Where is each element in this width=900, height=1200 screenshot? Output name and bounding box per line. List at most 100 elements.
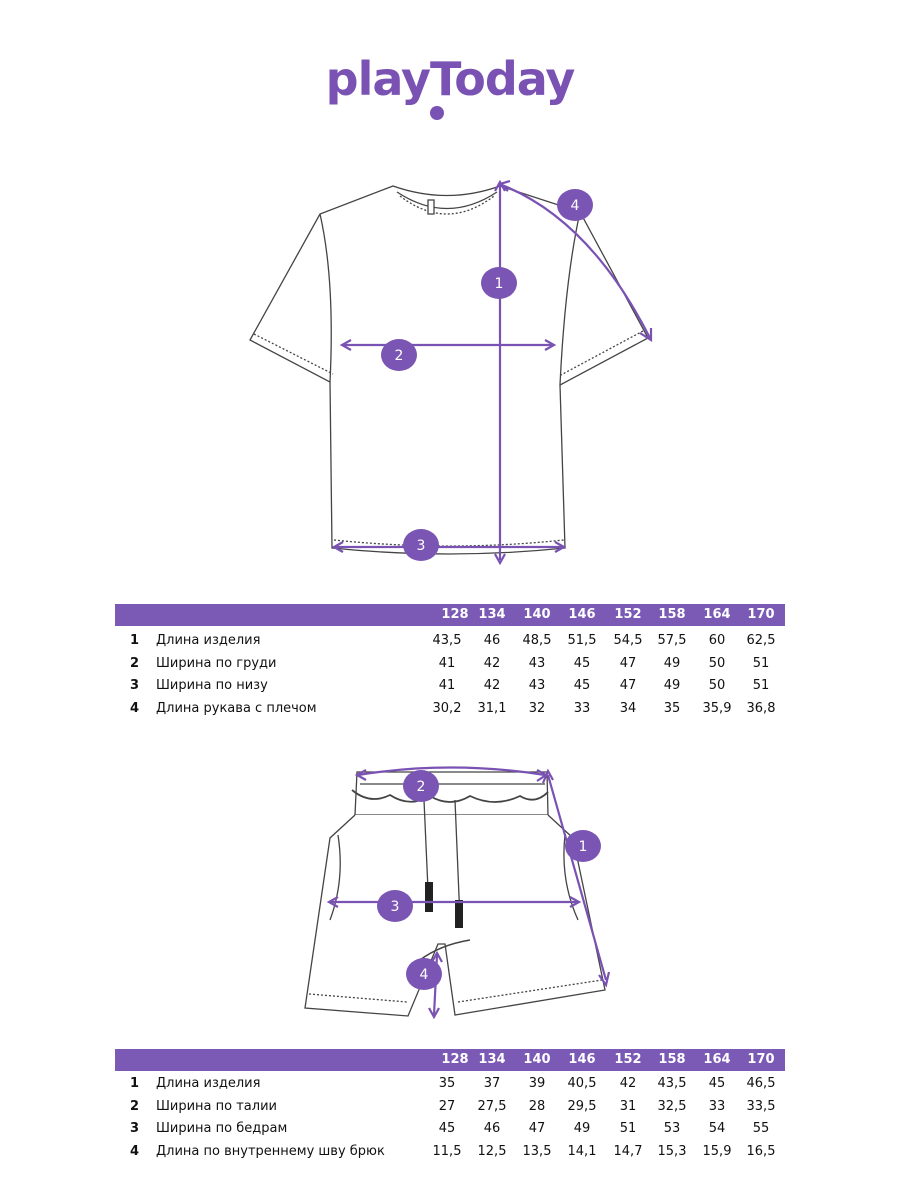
row-number: 4 <box>130 700 140 716</box>
row-number: 1 <box>130 633 140 648</box>
tshirt-marker-4: 4 <box>557 189 593 221</box>
table-cell: 40,5 <box>567 1076 597 1091</box>
table-cell: 32,5 <box>657 1098 687 1114</box>
row-number: 2 <box>130 655 140 671</box>
table-cell: 33 <box>708 1098 726 1114</box>
table-row: 4 Длина рукава с плечом 30,2 31,1 32 33 … <box>115 697 785 720</box>
size-col-170: 170 <box>747 607 775 622</box>
row-number: 1 <box>130 1076 140 1091</box>
table-cell: 49 <box>663 655 681 671</box>
shorts-marker-4: 4 <box>406 958 442 990</box>
tshirt-marker-1: 1 <box>481 267 517 299</box>
row-label: Ширина по талии <box>156 1098 277 1114</box>
svg-text:4: 4 <box>420 967 429 983</box>
table-cell: 42 <box>483 655 501 671</box>
size-col-164: 164 <box>703 1052 731 1067</box>
table-cell: 31,1 <box>477 700 507 716</box>
table-row: 1 Длина изделия 35 37 39 40,5 42 43,5 45… <box>115 1072 785 1095</box>
table-row: 4 Длина по внутреннему шву брюк 11,5 12,… <box>115 1140 785 1163</box>
size-col-170: 170 <box>747 1052 775 1067</box>
table-cell: 36,8 <box>746 700 776 716</box>
table-cell: 46 <box>483 633 501 648</box>
size-col-134: 134 <box>478 607 506 622</box>
table-cell: 42 <box>483 678 501 693</box>
tshirt-marker-2: 2 <box>381 339 417 371</box>
logo-dot <box>430 106 444 120</box>
table-cell: 12,5 <box>477 1143 507 1159</box>
svg-text:1: 1 <box>495 276 504 292</box>
row-label: Ширина по бедрам <box>156 1121 288 1136</box>
table-cell: 35 <box>663 700 681 716</box>
table-cell: 43,5 <box>657 1076 687 1091</box>
table-cell: 32 <box>528 700 546 716</box>
table-cell: 37 <box>483 1076 501 1091</box>
table-cell: 15,9 <box>702 1143 732 1159</box>
table-cell: 43 <box>528 678 546 693</box>
shorts-marker-3: 3 <box>377 890 413 922</box>
row-number: 2 <box>130 1098 140 1114</box>
table-cell: 46 <box>483 1121 501 1136</box>
size-col-146: 146 <box>568 1052 596 1067</box>
size-col-158: 158 <box>658 1052 686 1067</box>
table-cell: 30,2 <box>432 700 462 716</box>
table-cell: 47 <box>619 655 637 671</box>
table-cell: 27,5 <box>477 1098 507 1114</box>
table-cell: 45 <box>573 655 591 671</box>
table-cell: 54,5 <box>613 633 643 648</box>
row-number: 3 <box>130 678 140 693</box>
table-cell: 41 <box>438 678 456 693</box>
table-cell: 49 <box>663 678 681 693</box>
table-cell: 45 <box>708 1076 726 1091</box>
table-cell: 54 <box>708 1121 726 1136</box>
table-cell: 35 <box>438 1076 456 1091</box>
size-col-152: 152 <box>614 607 642 622</box>
size-col-140: 140 <box>523 607 551 622</box>
table-cell: 34 <box>619 700 637 716</box>
table-cell: 45 <box>573 678 591 693</box>
table-cell: 14,7 <box>613 1143 643 1159</box>
tshirt-marker-3: 3 <box>403 529 439 561</box>
table-cell: 47 <box>619 678 637 693</box>
size-col-128: 128 <box>441 607 469 622</box>
row-label: Длина изделия <box>156 1076 261 1091</box>
table-row: 1 Длина изделия 43,5 46 48,5 51,5 54,5 5… <box>115 629 785 652</box>
table-cell: 28 <box>528 1098 546 1114</box>
row-label: Длина по внутреннему шву брюк <box>156 1143 385 1159</box>
row-label: Длина рукава с плечом <box>156 700 317 716</box>
row-label: Ширина по низу <box>156 678 268 693</box>
row-label: Ширина по груди <box>156 655 277 671</box>
table-cell: 51,5 <box>567 633 597 648</box>
table-cell: 45 <box>438 1121 456 1136</box>
table-cell: 33,5 <box>746 1098 776 1114</box>
table-cell: 47 <box>528 1121 546 1136</box>
table-cell: 11,5 <box>432 1143 462 1159</box>
table-cell: 46,5 <box>746 1076 776 1091</box>
table-row: 3 Ширина по бедрам 45 46 47 49 51 53 54 … <box>115 1117 785 1140</box>
table-cell: 13,5 <box>522 1143 552 1159</box>
row-number: 4 <box>130 1143 140 1159</box>
svg-text:2: 2 <box>417 779 426 795</box>
table-cell: 43,5 <box>432 633 462 648</box>
table-cell: 51 <box>752 655 770 671</box>
table-cell: 41 <box>438 655 456 671</box>
svg-text:3: 3 <box>391 899 400 915</box>
table-cell: 15,3 <box>657 1143 687 1159</box>
table-row: 2 Ширина по груди 41 42 43 45 47 49 50 5… <box>115 652 785 675</box>
table-cell: 49 <box>573 1121 591 1136</box>
size-col-152: 152 <box>614 1052 642 1067</box>
table-row: 2 Ширина по талии 27 27,5 28 29,5 31 32,… <box>115 1095 785 1118</box>
svg-text:3: 3 <box>417 538 426 554</box>
table-cell: 48,5 <box>522 633 552 648</box>
tshirt-table-header: 128 134 140 146 152 158 164 170 <box>115 604 785 626</box>
size-col-128: 128 <box>441 1052 469 1067</box>
table-cell: 57,5 <box>657 633 687 648</box>
size-col-146: 146 <box>568 607 596 622</box>
tshirt-size-table: 128 134 140 146 152 158 164 170 1 Длина … <box>115 604 785 719</box>
shorts-marker-2: 2 <box>403 770 439 802</box>
table-cell: 62,5 <box>746 633 776 648</box>
svg-text:1: 1 <box>579 839 588 855</box>
table-cell: 42 <box>619 1076 637 1091</box>
table-cell: 50 <box>708 678 726 693</box>
size-col-134: 134 <box>478 1052 506 1067</box>
table-cell: 35,9 <box>702 700 732 716</box>
